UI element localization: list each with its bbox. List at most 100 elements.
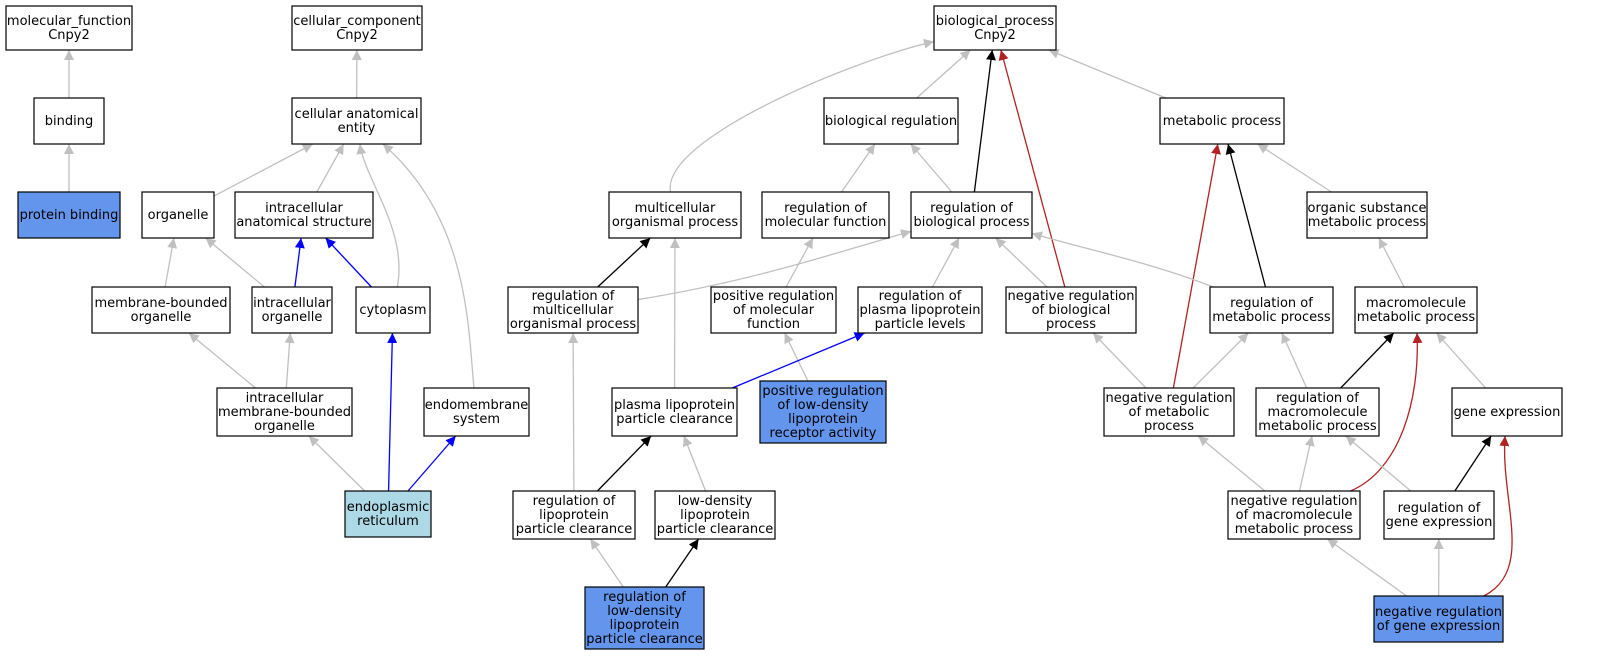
node-label-line: cytoplasm: [359, 303, 426, 318]
edge-line-negatively_regulates: [1483, 435, 1513, 597]
node-label-line: system: [453, 412, 500, 427]
edge-line-is_a: [1192, 332, 1249, 389]
edge-line-is_a: [916, 49, 971, 99]
edge-mmp-to-osmp: [1378, 237, 1405, 288]
edge-line-part_of: [325, 237, 372, 288]
node-label-line: of macromolecule: [1236, 508, 1353, 523]
edge-line-is_a: [284, 332, 295, 389]
node-label-line: biological_process: [936, 14, 1055, 29]
edge-line-is_a: [1378, 237, 1405, 288]
edge-cytoplasm-to-cae: [356, 143, 400, 288]
edge-neg_reg_mp-to-neg_reg_bp: [1092, 332, 1147, 389]
node-box: [512, 490, 636, 540]
node-label-line: metabolic process: [1308, 215, 1427, 230]
edge-neg_reg_ge-to-neg_reg_mmp: [1326, 538, 1407, 597]
node-label-line: membrane-bounded: [218, 405, 351, 420]
node-protein-binding[interactable]: protein binding: [17, 191, 121, 239]
edge-line-is_a: [316, 143, 345, 193]
node-label-line: membrane-bounded: [94, 296, 227, 311]
edge-line-regulates: [665, 538, 700, 588]
node-organelle[interactable]: organelle: [141, 191, 215, 239]
node-label-line: particle levels: [875, 317, 966, 332]
node-label-line: process: [1046, 317, 1096, 332]
node-box: [1209, 286, 1334, 334]
node-box: [1227, 490, 1361, 540]
node-label-line: negative regulation: [1105, 391, 1232, 406]
node-label-line: intracellular: [253, 296, 331, 311]
node-box: [823, 97, 959, 145]
node-box: [584, 586, 705, 650]
edge-line-is_a: [1257, 143, 1332, 193]
edge-reg_mmp-to-mmp: [1340, 332, 1395, 389]
node-box: [1103, 387, 1235, 437]
node-reg-ldl-lpc[interactable]: regulation oflow-densitylipoproteinparti…: [584, 586, 705, 650]
node-box: [1005, 286, 1137, 334]
edge-line-is_a: [1048, 49, 1167, 99]
node-label-line: plasma lipoprotein: [614, 398, 735, 413]
node-label-line: cellular anatomical: [295, 107, 419, 122]
node-metabolic[interactable]: metabolic process: [1159, 97, 1285, 145]
node-label-line: Cnpy2: [48, 28, 90, 43]
edge-line-is_a: [1436, 332, 1487, 389]
edge-plpc-to-reg_plpl: [732, 332, 865, 389]
node-label-line: multicellular: [635, 201, 716, 216]
node-label-line: regulation of: [879, 289, 962, 304]
node-box: [91, 286, 231, 334]
node-label-line: organelle: [254, 419, 315, 434]
node-label-line: regulation of: [1230, 296, 1313, 311]
edge-line-is_a: [910, 143, 953, 193]
node-label-line: receptor activity: [770, 426, 877, 441]
node-binding[interactable]: binding: [33, 97, 105, 145]
node-bio-reg[interactable]: biological regulation: [823, 97, 959, 145]
node-label-line: binding: [45, 114, 93, 129]
node-label-line: cellular_component: [293, 14, 421, 29]
edge-imbo-to-io: [284, 332, 295, 389]
node-box: [933, 5, 1057, 51]
edge-neg_reg_bp-to-reg_bp: [995, 237, 1048, 288]
node-box: [1383, 490, 1495, 540]
node-label-line: metabolic process: [1258, 419, 1377, 434]
edge-pos_reg_ldl-to-pos_reg_mf: [784, 332, 809, 382]
node-gene-expr[interactable]: gene expression: [1451, 387, 1563, 437]
node-label-line: molecular_function: [7, 14, 131, 29]
edge-line-negatively_regulates: [1350, 332, 1423, 492]
edge-neg_reg_mmp-to-neg_reg_mp: [1197, 435, 1266, 492]
edge-ldl_lpc-to-plpc: [682, 435, 707, 492]
node-label-line: of molecular: [733, 303, 815, 318]
edge-io-to-organelle: [205, 237, 265, 288]
node-cytoplasm[interactable]: cytoplasm: [355, 286, 431, 334]
edge-line-is_a: [213, 143, 314, 197]
node-label-line: regulation of: [603, 590, 686, 605]
node-box: [423, 387, 530, 437]
